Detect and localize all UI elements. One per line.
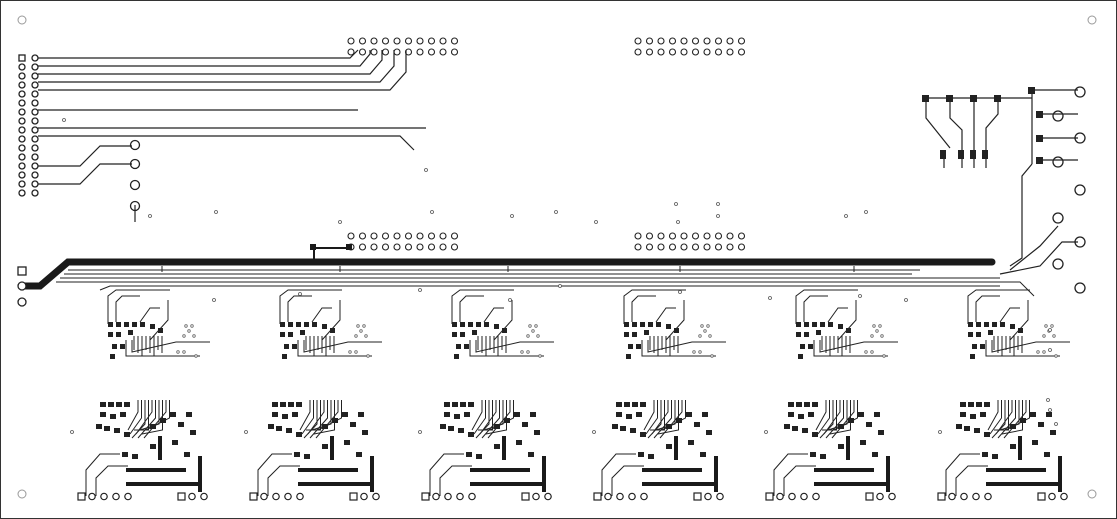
vias [62,118,1058,434]
left-header-pins [18,54,39,197]
module-5 [765,289,898,501]
top-left-test-pads [129,139,141,212]
mounting-holes [17,15,1097,499]
distribution-traces [56,266,1035,297]
header-pin-grids [347,37,746,251]
module-1 [77,289,210,501]
right-connector-pads [922,86,1086,294]
power-bus [17,244,996,307]
top-left-traces [38,49,426,222]
module-4 [593,289,726,501]
module-3 [421,289,554,501]
module-2 [249,289,382,501]
module-footprints [77,289,1070,501]
module-6 [937,289,1070,501]
